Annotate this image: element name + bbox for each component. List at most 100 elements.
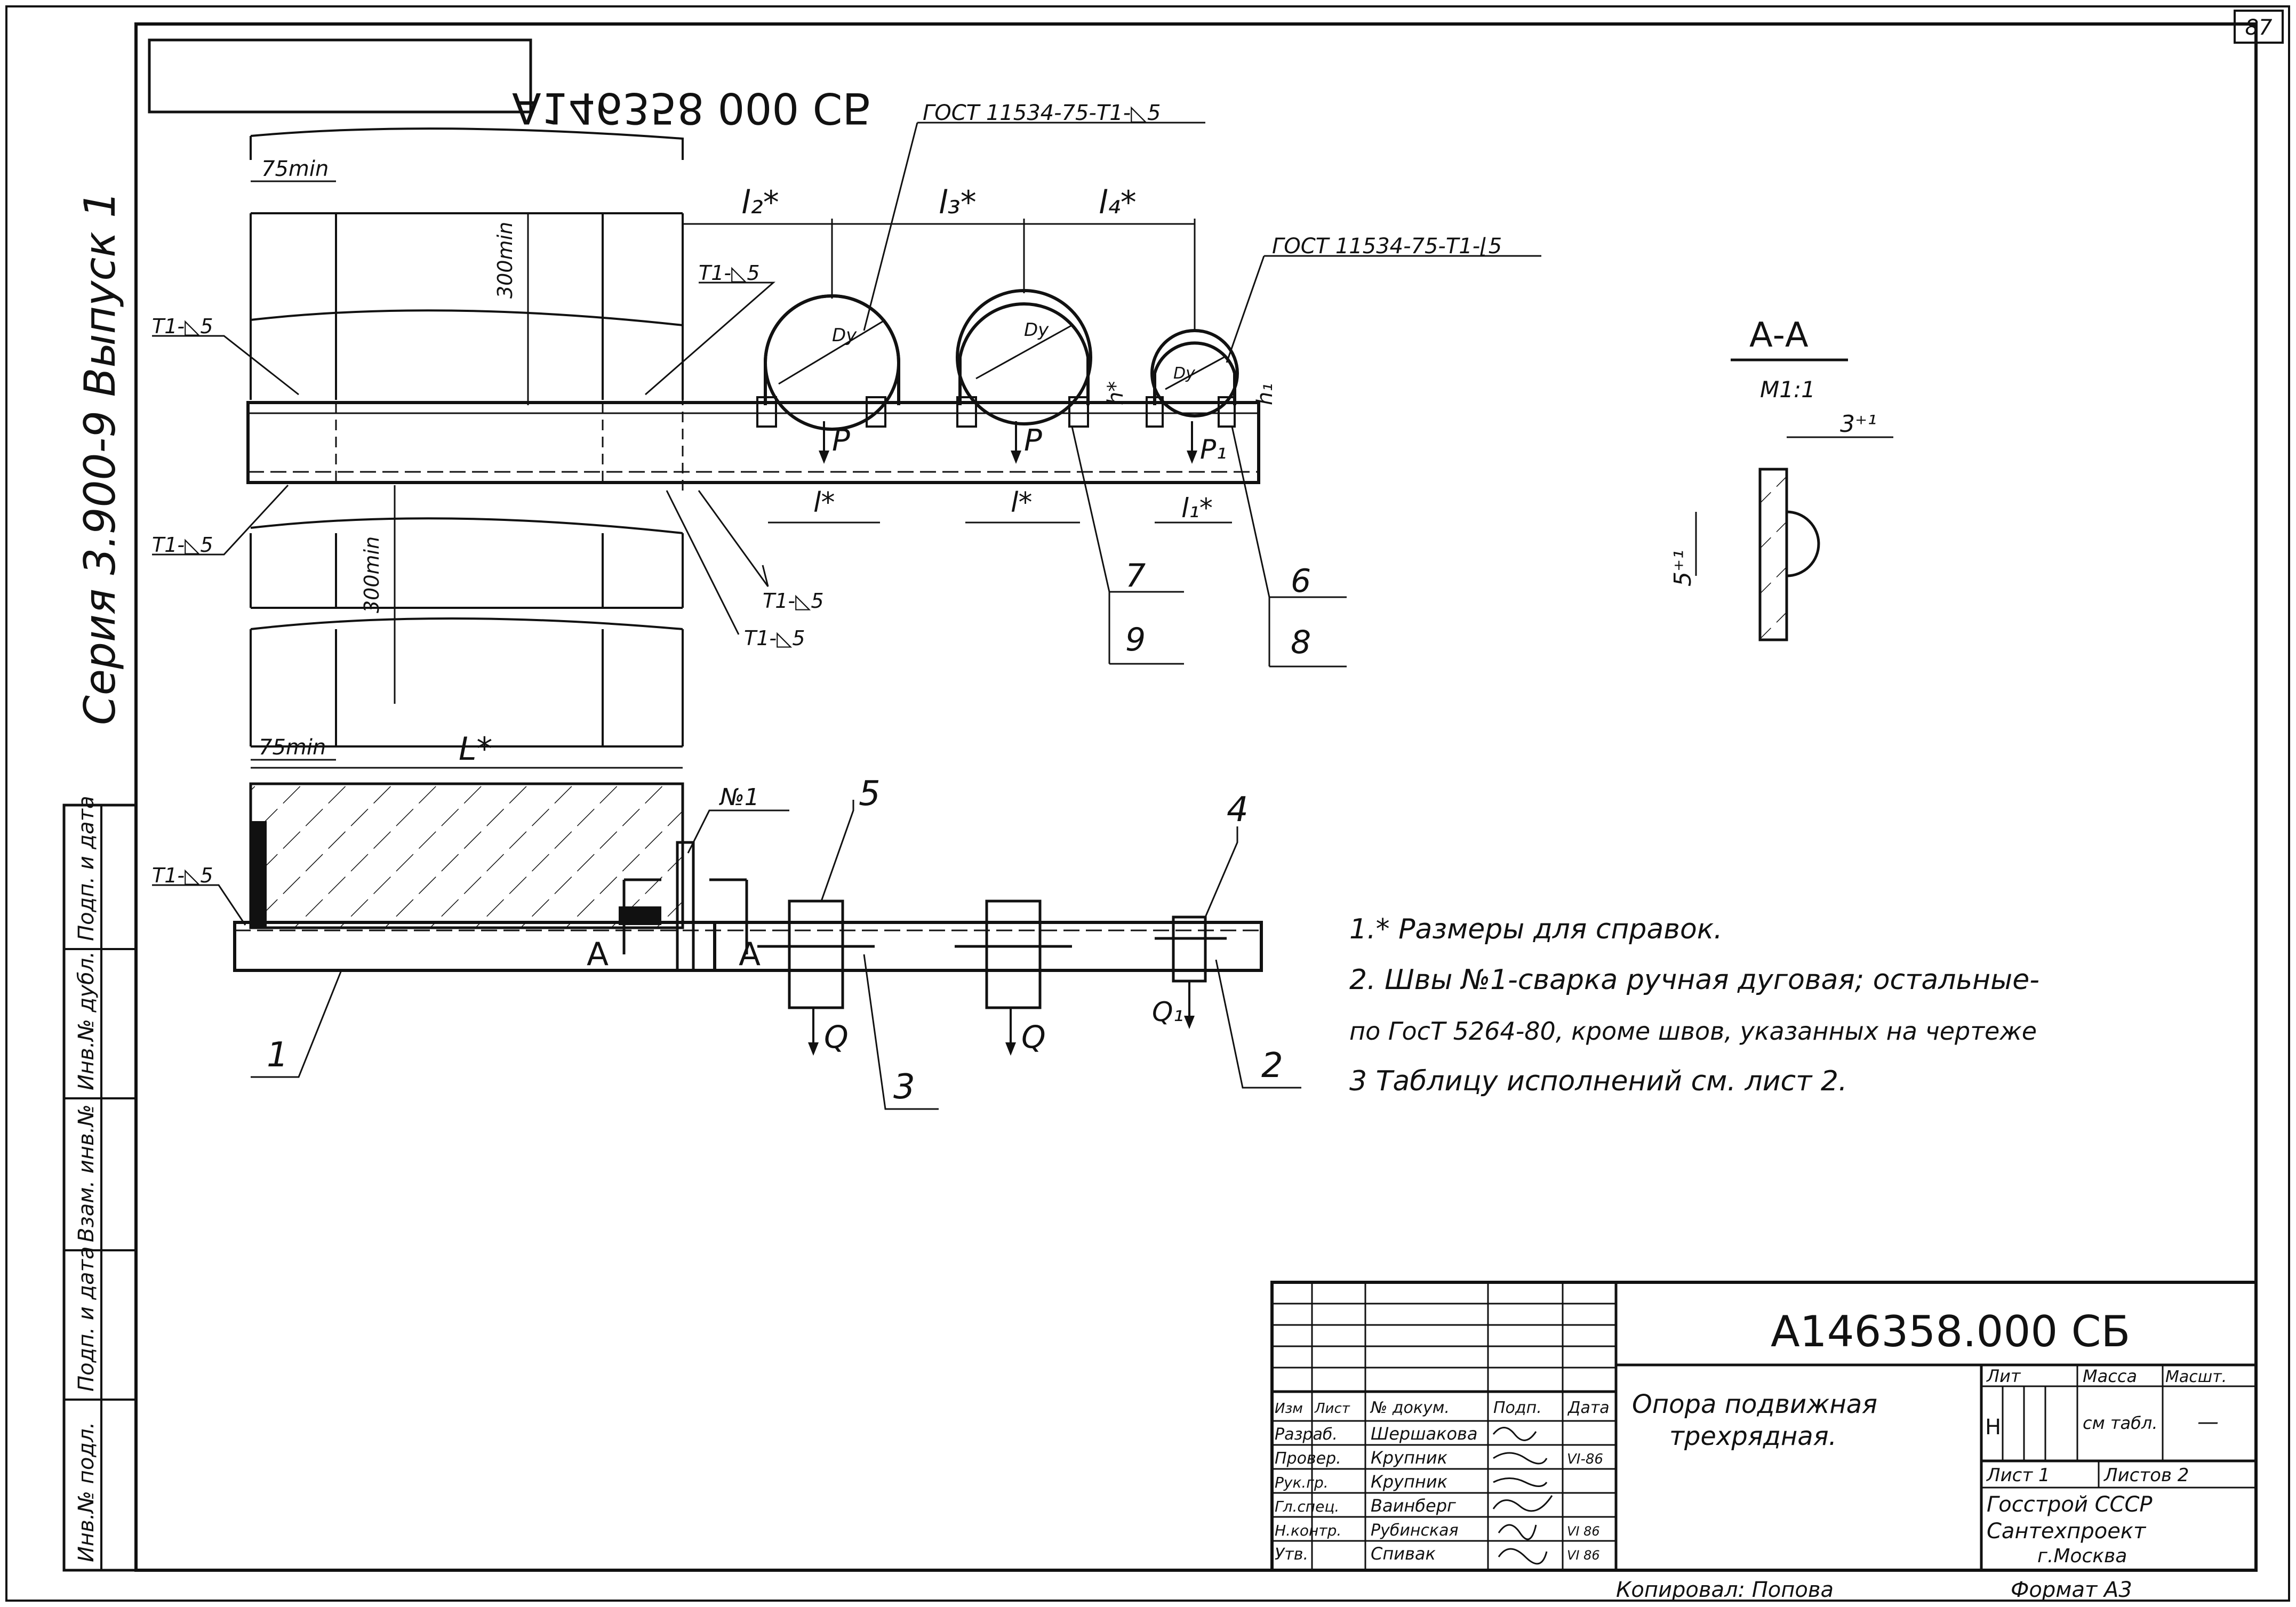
row-name-2: Крупник [1371, 1472, 1448, 1492]
scale-header: Масшт. [2165, 1368, 2227, 1386]
weld-t1-center-2: Т1-◺5 [744, 626, 805, 650]
mirrored-code-box [148, 38, 532, 114]
row-date-5: VI 86 [1567, 1548, 1600, 1563]
dim-l1: l₁* [1181, 493, 1213, 524]
sheet-number: 87 [2245, 15, 2273, 40]
outer-border [5, 5, 2290, 1602]
part-4: 4 [1227, 790, 1249, 830]
load-q1: Q₁ [1152, 997, 1183, 1027]
row-role-3: Гл.спец. [1275, 1498, 1339, 1515]
top-view: Dy Dy Dy P P P₁ l₂* l₃* l₄* l* l* l₁* [152, 101, 1541, 761]
weld-t1-center-1: Т1-◺5 [763, 589, 824, 613]
dim-300min-top: 300min [493, 222, 517, 299]
section-title: А-А [1749, 316, 1809, 355]
weld-t1-front: Т1-◺5 [152, 864, 213, 887]
row-name-4: Рубинская [1371, 1521, 1459, 1540]
part-1: 1 [267, 1035, 289, 1075]
pipe2-dy: Dy [1024, 319, 1049, 341]
weld-gost-right: ГОСТ 11534-75-Т1-⌊5 [1272, 234, 1502, 259]
title-name-1: Опора подвижная [1632, 1389, 1877, 1419]
pipe3-dy: Dy [1173, 364, 1196, 383]
part-8: 8 [1291, 624, 1311, 661]
dim-75min-bottom: 75min [259, 735, 326, 760]
pipe1-dy: Dy [832, 325, 857, 346]
row-name-5: Спивак [1371, 1544, 1436, 1564]
front-view: L* Q Q Q₁ А А №1 Т1-◺5 1 2 3 [152, 730, 1301, 1110]
title-doc-code: А146358.000 СБ [1771, 1307, 2130, 1356]
section-mark-left: А [587, 936, 609, 973]
lit-value: Н [1985, 1415, 2001, 1440]
dim-l2: l₂* [741, 184, 779, 221]
row-role-0: Разраб. [1275, 1425, 1338, 1444]
row-date-1: VI-86 [1567, 1451, 1603, 1467]
dim-h: h* [1103, 381, 1128, 405]
part-2: 2 [1261, 1046, 1283, 1086]
stamp-inv-dubl: Инв.№ дубл. [74, 951, 99, 1090]
section-mark-right: А [739, 936, 761, 973]
row-name-0: Шершакова [1371, 1424, 1477, 1444]
dim-300min-bottom: 300min [360, 536, 383, 613]
section-dim-h: 5⁺¹ [1669, 550, 1697, 586]
org-line-2: Сантехпроект [1987, 1519, 2147, 1544]
drawing-frame [134, 22, 2258, 1572]
part-3: 3 [893, 1067, 915, 1107]
load-p-2: P [1024, 423, 1042, 458]
col-doc: № докум. [1370, 1399, 1450, 1417]
weld-gost-top: ГОСТ 11534-75-Т1-◺5 [923, 101, 1161, 125]
sheets-label: Листов 2 [2103, 1465, 2189, 1486]
dim-l3: l₃* [939, 184, 977, 221]
org-line-1: Госстрой СССР [1987, 1492, 2153, 1517]
title-name-2: трехрядная. [1669, 1421, 1837, 1451]
stamp-podp-data-2: Подп. и дата [74, 796, 99, 941]
part-9: 9 [1125, 621, 1146, 658]
dim-75min-top: 75min [261, 157, 329, 181]
lit-header: Лит [1986, 1366, 2021, 1386]
stamp-inv-podl: Инв.№ подл. [74, 1422, 99, 1562]
weld-no1: №1 [718, 784, 759, 811]
col-podp: Подп. [1493, 1399, 1542, 1417]
stamp-podp-data-1: Подп. и дата [74, 1247, 99, 1392]
load-q-2: Q [1021, 1019, 1046, 1055]
note-1: 1.* Размеры для справок. [1349, 913, 1723, 945]
scale-value: — [2197, 1410, 2219, 1434]
note-2-cont: по ГосТ 5264-80, кроме швов, указанных н… [1349, 1017, 2037, 1046]
load-p-1: P [832, 423, 850, 458]
row-name-1: Крупник [1371, 1448, 1448, 1468]
part-7: 7 [1125, 557, 1146, 594]
row-role-2: Рук.гр. [1275, 1474, 1329, 1491]
series-label: Серия 3.900-9 Выпуск 1 [75, 191, 125, 725]
section-scale: М1:1 [1760, 376, 1815, 403]
notes: 1.* Размеры для справок. 2. Швы №1-сварк… [1349, 913, 2039, 1097]
mass-value: см табл. [2083, 1413, 2158, 1433]
row-name-3: Ваинберг [1371, 1496, 1456, 1516]
col-list: Лист [1314, 1401, 1350, 1417]
row-role-4: Н.контр. [1275, 1522, 1341, 1539]
stamp-vzam-inv: Взам. инв.№ [74, 1104, 99, 1242]
section-dim-w: 3⁺¹ [1840, 411, 1877, 438]
title-block: Изм Лист № докум. Подп. Дата Разраб. Шер… [1270, 1281, 2258, 1572]
part-6: 6 [1291, 563, 1311, 600]
note-2: 2. Швы №1-сварка ручная дуговая; остальн… [1349, 964, 2039, 996]
sheet-label: Лист 1 [1986, 1465, 2050, 1486]
weld-t1-left-top: Т1-◺5 [152, 315, 213, 338]
org-line-3: г.Москва [2037, 1545, 2127, 1567]
dim-l-1: l* [813, 487, 835, 519]
load-q-1: Q [824, 1019, 849, 1055]
dim-l-2: l* [1011, 487, 1032, 519]
col-izm: Изм [1275, 1401, 1303, 1417]
load-p1: P₁ [1200, 434, 1227, 465]
dim-L: L* [459, 730, 492, 768]
row-role-1: Провер. [1275, 1449, 1341, 1468]
part-5: 5 [859, 774, 881, 814]
side-stamp: Инв.№ подл. Подп. и дата Взам. инв.№ Инв… [62, 796, 138, 1572]
format-label: Формат А3 [2011, 1578, 2132, 1602]
copied-by: Копировал: Попова [1616, 1578, 1834, 1602]
sheet-number-box [2234, 10, 2284, 44]
weld-t1-left-bottom: Т1-◺5 [152, 533, 213, 557]
note-3: 3 Таблицу исполнений см. лист 2. [1349, 1065, 1847, 1097]
weld-t1-center-top: Т1-◺5 [699, 261, 760, 285]
row-role-5: Утв. [1275, 1545, 1308, 1564]
dim-l4: l₄* [1099, 184, 1137, 221]
mirrored-doc-code: А146358 000 СБ [512, 83, 871, 133]
